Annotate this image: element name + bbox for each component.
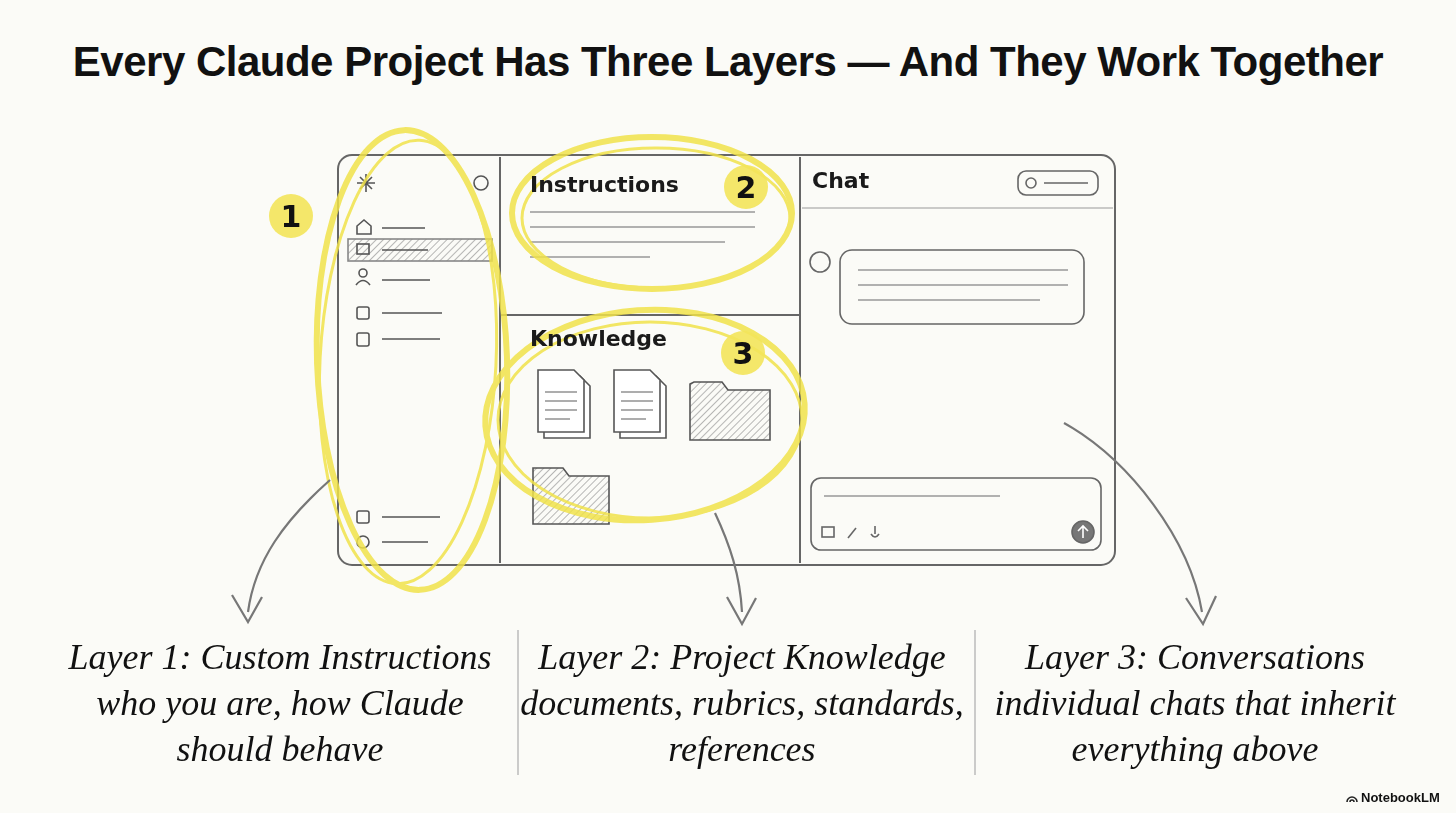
panel-heading: Knowledge xyxy=(530,326,667,351)
sketch-path xyxy=(715,513,742,612)
sketch-path xyxy=(356,281,370,286)
layer-caption: Layer 1: Custom Instructions who you are… xyxy=(55,634,505,772)
sketch-rect xyxy=(348,239,492,261)
panel-heading: Chat xyxy=(812,168,869,193)
callout-number: 1 xyxy=(271,199,311,234)
sketch-ellipse xyxy=(309,136,508,589)
callout-number: 2 xyxy=(726,170,766,205)
sketch-path xyxy=(232,595,262,622)
caption-arrows xyxy=(232,423,1216,624)
sketch-line xyxy=(382,249,428,251)
sketch-line xyxy=(530,241,725,243)
sketch-line xyxy=(621,409,653,411)
sketch-line xyxy=(621,400,653,402)
chat-area xyxy=(810,171,1101,550)
sketch-ellipse xyxy=(478,299,812,531)
sketch-line xyxy=(545,400,577,402)
sketch-line xyxy=(858,284,1068,286)
sketch-path xyxy=(690,382,770,440)
sketch-line xyxy=(382,516,440,518)
sketch-line xyxy=(530,226,755,228)
watermark-icon xyxy=(1347,797,1357,802)
sketch-path xyxy=(1186,596,1216,624)
layer-caption: Layer 2: Project Knowledge documents, ru… xyxy=(517,634,967,772)
sketch-ellipse xyxy=(522,148,790,288)
panel-region: Chat xyxy=(802,158,1113,206)
sketch-ellipse xyxy=(498,322,802,518)
sketch-line xyxy=(382,279,430,281)
callout-dots xyxy=(269,165,768,375)
sketch-g xyxy=(621,392,653,419)
app-window xyxy=(338,155,1115,565)
sketch-rect xyxy=(822,527,834,537)
sketch-rect xyxy=(357,333,369,346)
sketch-line xyxy=(382,312,442,314)
sketch-rect xyxy=(840,250,1084,324)
sketch-line xyxy=(974,630,976,775)
sketch-circle xyxy=(269,194,313,238)
sketch-rect xyxy=(811,478,1101,550)
sketch-ellipse xyxy=(512,137,792,289)
sketch-line xyxy=(545,418,570,420)
sketch-rect xyxy=(338,155,1115,565)
sketch-line xyxy=(824,495,1000,497)
sketch-line xyxy=(621,418,646,420)
sketch-rect xyxy=(357,307,369,319)
sketch-line xyxy=(545,409,577,411)
column-dividers xyxy=(518,630,975,775)
sketch-line xyxy=(382,338,440,340)
sketch-g xyxy=(545,392,577,419)
sketch-circle xyxy=(474,176,488,190)
sketch-line xyxy=(802,207,1113,208)
sketch-rect xyxy=(1018,171,1098,195)
sketch-path xyxy=(727,597,756,624)
sketch-path xyxy=(1347,797,1357,802)
callout-number: 3 xyxy=(723,336,763,371)
sketch-line xyxy=(530,256,650,258)
sketch-line xyxy=(621,391,653,393)
sketch-path xyxy=(538,370,584,432)
watermark: NotebookLM xyxy=(1361,790,1440,805)
sketch-line xyxy=(499,157,501,563)
sketch-line xyxy=(500,314,800,316)
highlight-ellipses xyxy=(309,127,812,593)
sketch-path xyxy=(1064,423,1202,612)
sketch-circle xyxy=(1026,178,1036,188)
sketch-path xyxy=(1078,526,1088,538)
sketch-line xyxy=(858,299,1040,301)
sketch-g xyxy=(858,270,1068,300)
sketch-line xyxy=(858,269,1068,271)
sketch-line xyxy=(517,630,519,775)
sketch-path xyxy=(357,220,371,234)
sketch-path xyxy=(614,370,660,432)
sketch-line xyxy=(530,211,755,213)
sketch-circle xyxy=(359,269,367,277)
sketch-circle xyxy=(810,252,830,272)
sketch-path xyxy=(848,528,856,538)
sketch-ellipse xyxy=(309,127,515,593)
sidebar-icons xyxy=(348,174,492,548)
sketch-line xyxy=(799,157,801,563)
sketch-rect xyxy=(357,511,369,523)
sketch-line xyxy=(1044,182,1088,184)
sketch-line xyxy=(545,391,577,393)
sketch-circle xyxy=(724,165,768,209)
panel-heading: Instructions xyxy=(530,172,679,197)
sketch-path xyxy=(871,526,879,537)
title: Every Claude Project Has Three Layers — … xyxy=(0,38,1456,86)
sketch-path xyxy=(248,480,330,612)
sketch-line xyxy=(382,541,428,543)
sketch-rect xyxy=(357,244,369,254)
sketch-circle xyxy=(721,331,765,375)
sketch-circle xyxy=(1072,521,1094,543)
sketch-line xyxy=(382,227,425,229)
panel-region: Knowledge xyxy=(502,316,798,562)
layer-caption: Layer 3: Conversations individual chats … xyxy=(970,634,1420,772)
instruction-lines xyxy=(530,212,755,257)
title-text: Every Claude Project Has Three Layers — … xyxy=(73,38,1383,86)
